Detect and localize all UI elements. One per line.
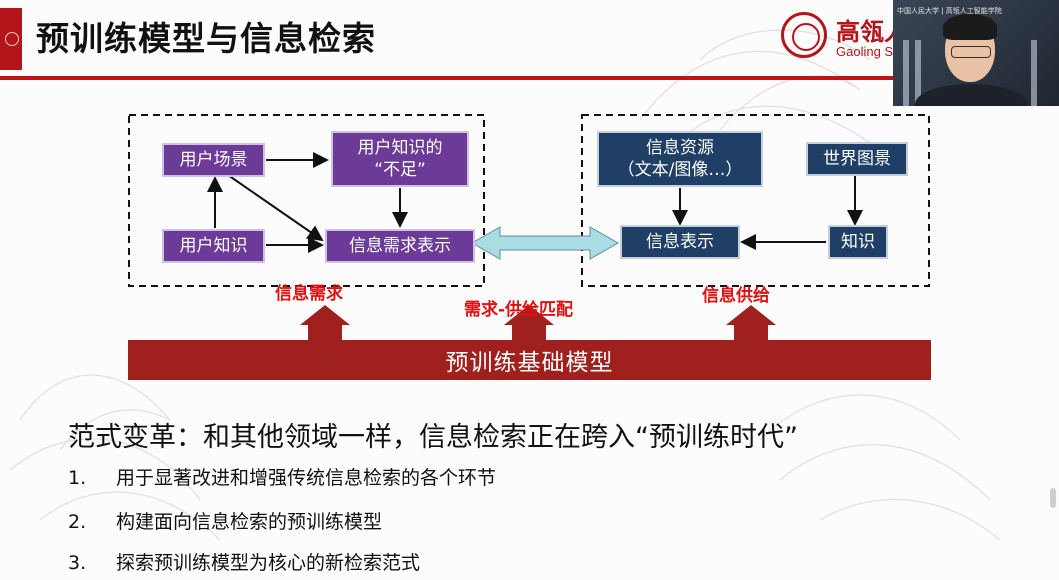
box-info-representation: 信息表示 bbox=[620, 225, 740, 259]
box-knowledge-gap: 用户知识的 “不足” bbox=[331, 131, 469, 187]
need-group-frame bbox=[128, 114, 485, 287]
need-group-label: 信息需求 bbox=[275, 284, 343, 304]
ir-diagram: 用户场景 用户知识的 “不足” 用户知识 信息需求表示 信息资源 （文本/图像…… bbox=[128, 114, 931, 380]
foundation-up-arrow-left bbox=[300, 305, 350, 340]
list-item: 1. 用于显著改进和增强传统信息检索的各个环节 bbox=[68, 463, 496, 490]
box-user-knowledge: 用户知识 bbox=[162, 229, 265, 263]
wall-stripe bbox=[1031, 40, 1037, 106]
box-knowledge: 知识 bbox=[828, 225, 888, 259]
box-user-scene: 用户场景 bbox=[162, 143, 265, 177]
speaker-video-overlay[interactable]: 中国人民大学 | 高瓴人工智能学院 bbox=[893, 0, 1059, 106]
diagram-connectors bbox=[128, 114, 930, 340]
matching-label: 需求-供给匹配 bbox=[464, 300, 574, 320]
list-item-number: 3. bbox=[68, 552, 87, 574]
speaker-glasses bbox=[951, 46, 991, 58]
logo-name-en: Gaoling Sc bbox=[836, 44, 900, 59]
list-item: 3. 探索预训练模型为核心的新检索范式 bbox=[68, 548, 420, 575]
foundation-up-arrow-right bbox=[726, 305, 776, 340]
speaker-hair bbox=[943, 14, 997, 40]
list-item-number: 2. bbox=[68, 511, 87, 533]
wall-stripe bbox=[903, 40, 909, 106]
list-item: 2. 构建面向信息检索的预训练模型 bbox=[68, 507, 382, 534]
box-info-resources: 信息资源 （文本/图像…） bbox=[597, 131, 763, 187]
slide-title: 预训练模型与信息检索 bbox=[36, 19, 376, 58]
box-world-graph: 世界图景 bbox=[806, 142, 908, 176]
video-wall-sign: 中国人民大学 | 高瓴人工智能学院 bbox=[897, 7, 1002, 15]
info-resources-line2: （文本/图像…） bbox=[617, 160, 743, 180]
info-resources-line1: 信息资源 bbox=[646, 138, 714, 158]
speaker-body bbox=[915, 84, 1027, 106]
foundation-up-arrow-center bbox=[504, 305, 554, 340]
university-seal-logo bbox=[781, 12, 827, 58]
knowledge-gap-line1: 用户知识的 bbox=[357, 138, 443, 158]
supply-group-label: 信息供给 bbox=[702, 286, 770, 306]
foundation-model-bar: 预训练基础模型 bbox=[128, 340, 931, 380]
box-need-representation: 信息需求表示 bbox=[325, 229, 475, 263]
knowledge-gap-line2: “不足” bbox=[374, 160, 426, 180]
paradigm-headline: 范式变革：和其他领域一样，信息检索正在跨入“预训练时代” bbox=[68, 422, 798, 453]
arrow-scene-to-need bbox=[227, 174, 324, 242]
list-item-number: 1. bbox=[68, 467, 87, 489]
match-double-arrow bbox=[470, 226, 620, 260]
scroll-indicator[interactable] bbox=[1050, 488, 1056, 508]
emblem-icon bbox=[5, 32, 19, 46]
wall-stripe bbox=[915, 40, 921, 106]
supply-group-frame bbox=[581, 114, 930, 287]
list-item-text: 构建面向信息检索的预训练模型 bbox=[116, 511, 383, 533]
list-item-text: 探索预训练模型为核心的新检索范式 bbox=[116, 552, 421, 574]
list-item-text: 用于显著改进和增强传统信息检索的各个环节 bbox=[116, 467, 497, 489]
title-divider bbox=[0, 76, 1059, 80]
title-accent-tab bbox=[0, 8, 22, 70]
